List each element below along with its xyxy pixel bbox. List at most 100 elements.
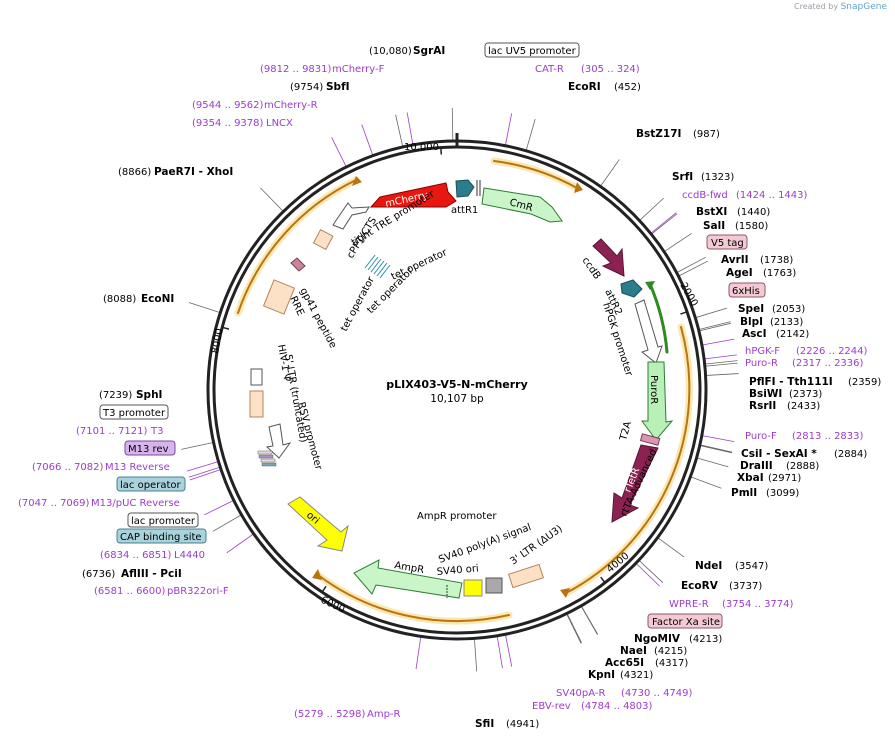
primer-wpre-r-name: WPRE-R [669,599,709,610]
site-agei-pos: (1763) [763,268,796,279]
primer-m13-reverse-pos: (7066 .. 7082) [32,462,104,473]
site-agei-name: AgeI [726,267,753,279]
ampr-feature [353,559,463,599]
site-sphi-pos: (7239) [99,390,132,401]
primer-marker-16 [226,534,254,554]
site-ecori-name: EcoRI [568,81,601,93]
site-draiii-pos: (2888) [786,461,819,472]
orf-arc-3-line [317,574,510,623]
primer-mcherry-r-pos: (9544 .. 9562) [192,100,264,111]
site-ngomiv-pos: (4213) [689,634,722,645]
site-sexai-pos: (2884) [834,449,867,460]
site-marker-22 [691,476,722,489]
v5tag-label: V5 tag [711,238,744,249]
site-sfii-pos: (4941) [506,719,539,730]
primer-marker-5 [702,338,735,346]
primer-marker-9 [505,635,513,667]
rtetr-feature [611,444,659,523]
ccdb-label: ccdB [580,255,603,281]
site-srfi-name: SrfI [672,171,693,183]
site-marker-29 [474,639,478,672]
primer-hpgk-f-name: hPGK-F [745,346,780,357]
site-pcii-name: AflIII - PciI [121,568,182,580]
orf-arrowhead-1 [574,182,583,193]
lac-feature-marks [257,450,277,467]
site-marker-9 [651,213,678,234]
primer-hpgk-f-pos: (2226 .. 2244) [796,346,868,357]
ampr-label: AmpR [393,560,424,576]
site-sexai-name: CsiI - SexAI * [741,448,817,460]
primer-t3-name: T3 [150,426,163,437]
site-bsiwi-pos: (2373) [789,389,822,400]
snapgene-logo: SnapGene [840,2,887,12]
ampr-promoter-label: AmpR promoter [417,511,497,522]
site-rsrii-name: RsrII [749,400,776,412]
site-spei-pos: (2053) [772,304,805,315]
ccdb-feature [592,238,625,277]
primer-amp-r-pos: (5279 .. 5298) [294,709,366,720]
plasmid-name: pLIX403-V5-N-mCherry [386,378,528,391]
site-ecorv-pos: (3737) [729,581,762,592]
site-marker-2 [260,187,283,212]
site-marker-23 [658,537,685,558]
site-naei-name: NaeI [620,645,647,657]
boxed-labels: lac UV5 promoter V5 tag 6xHis Factor Xa … [99,42,766,629]
site-kpni-pos: (4321) [620,670,653,681]
orf-arc-4-line [237,179,357,314]
site-marker-24 [639,560,664,584]
site-ecori-pos: (452) [614,82,641,93]
primer-marker-2 [331,137,347,167]
site-tth111i-name: PflFI - Tth111I [749,376,833,388]
v5tag-box [706,234,748,250]
rre-feature [262,279,296,315]
site-econi-name: EcoNI [141,293,174,305]
site-marker-7 [600,159,620,186]
primer-lncx-name: LNCX [266,118,293,129]
primer-marker-10 [496,636,503,669]
mcherry-feature [369,182,457,208]
primer-sites: (9812 .. 9831) mCherry-F (9544 .. 9562) … [18,64,868,720]
hpgk-promoter-feature [634,299,663,364]
tick-mark-2 [600,576,606,584]
t3promoter-box [99,404,169,420]
attr2-feature [620,279,643,298]
tick-8000: 8000 [210,328,225,355]
site-marker-3 [188,302,220,313]
primer-amp-r-name: Amp-R [367,709,401,720]
site-pcii-pos: (6736) [82,569,115,580]
orf-arc-1-line [493,160,578,189]
factorxa-box [647,613,723,629]
site-marker-28 [566,614,582,644]
site-econi-pos: (8088) [103,294,136,305]
ltr3-feature [507,563,545,589]
capsite-label: CAP binding site [120,532,202,543]
site-marker-19 [700,444,733,453]
puror-arc-green [648,282,669,354]
orf-arrowhead-3 [312,569,322,580]
site-marker-16 [705,360,738,365]
primer-cat-r-name: CAT-R [535,64,564,75]
capsite-box [116,528,207,544]
site-sphi-name: SphI [136,389,162,401]
site-sali-name: SalI [703,220,725,232]
orf-arrowhead-4 [352,176,362,186]
site-marker-0 [451,108,454,141]
site-pmli-name: PmlI [731,487,757,499]
site-marker-21 [697,457,729,468]
primer-marker-13 [188,467,220,478]
tet-operator-marks [364,254,391,279]
site-kpni-name: KpnI [588,669,615,681]
6xhis-box [728,282,766,298]
primer-m13-puc-reverse-pos: (7047 .. 7069) [18,498,90,509]
site-sbfi-name: SbfI [326,81,350,93]
primer-marker-12 [186,461,218,472]
sv40-ori-label: SV40 ori [436,563,479,578]
ltr5-feature [249,390,264,418]
orf-arc-2-line [565,326,691,594]
site-marker-6 [525,118,536,150]
site-bsiwi-name: BsiWI [749,388,782,400]
site-blpi-pos: (2133) [770,317,803,328]
site-sali-pos: (1580) [735,221,768,232]
tet-operator-label-3: tet operator [390,247,450,283]
